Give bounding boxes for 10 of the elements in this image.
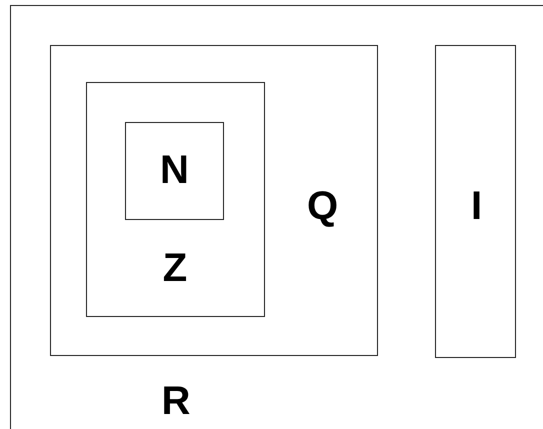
box-label: I	[470, 186, 482, 226]
container-box	[10, 5, 543, 429]
container-box	[50, 44, 378, 356]
box-label: Z	[162, 248, 188, 288]
container-box	[434, 44, 516, 358]
container-box	[86, 82, 265, 317]
container-box	[124, 122, 224, 220]
box-label: R	[162, 381, 190, 421]
box-label: N	[160, 150, 189, 190]
box-label: Q	[306, 186, 338, 226]
